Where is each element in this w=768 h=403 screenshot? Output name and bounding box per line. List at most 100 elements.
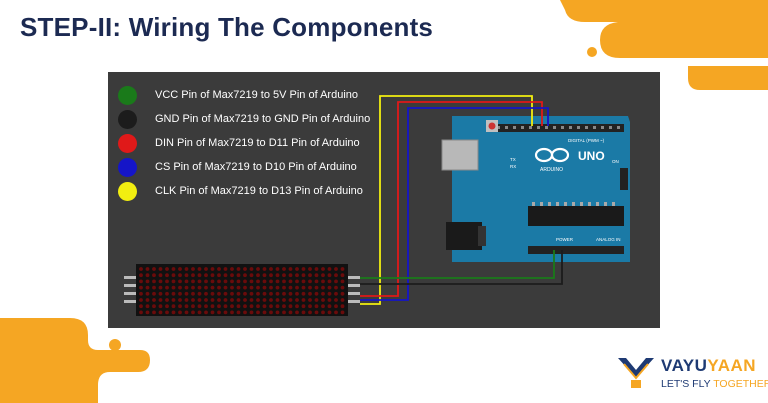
- led-dot: [321, 267, 325, 271]
- led-dot: [145, 285, 150, 290]
- led-dot: [301, 273, 306, 278]
- led-dot: [171, 273, 176, 278]
- legend-label: CS Pin of Max7219 to D10 Pin of Arduino: [155, 161, 357, 173]
- led-dot: [197, 285, 202, 290]
- led-dot: [217, 304, 221, 309]
- led-dot: [223, 273, 228, 278]
- led-dot: [340, 310, 345, 315]
- led-dot: [288, 273, 293, 278]
- led-dot: [301, 291, 306, 296]
- led-dot: [321, 304, 325, 309]
- led-dot: [275, 298, 280, 302]
- led-dot: [158, 298, 163, 302]
- led-dot: [249, 310, 254, 315]
- led-dot: [249, 273, 254, 278]
- led-dot: [230, 298, 234, 302]
- digital-label: DIGITAL (PWM ~): [568, 138, 605, 143]
- led-dot: [197, 298, 202, 302]
- led-dot: [327, 304, 332, 309]
- led-dot: [139, 304, 143, 309]
- legend-label: DIN Pin of Max7219 to D11 Pin of Arduino: [155, 137, 360, 149]
- led-dot: [158, 285, 163, 290]
- page-title: STEP-II: Wiring The Components: [20, 12, 434, 42]
- led-dot: [223, 298, 228, 302]
- led-dot: [308, 279, 312, 284]
- led-dot: [197, 273, 202, 278]
- led-dot: [223, 304, 228, 309]
- led-dot: [165, 273, 169, 278]
- led-dot: [327, 273, 332, 278]
- led-dot: [249, 298, 254, 302]
- led-dot: [269, 298, 273, 302]
- led-dot: [204, 310, 208, 315]
- led-dot: [243, 279, 247, 284]
- led-dot: [152, 304, 156, 309]
- legend-item-vcc: VCC Pin of Max7219 to 5V Pin of Arduino: [118, 86, 398, 106]
- led-dot: [217, 291, 221, 296]
- led-dot: [334, 304, 338, 309]
- wire-green: [360, 250, 555, 279]
- led-dot: [165, 310, 169, 315]
- led-dot: [288, 267, 293, 271]
- led-dot: [262, 310, 267, 315]
- led-dot: [165, 267, 169, 271]
- led-dot: [308, 298, 312, 302]
- led-dot: [184, 304, 189, 309]
- led-dot: [145, 279, 150, 284]
- led-dot: [262, 291, 267, 296]
- led-dot: [139, 273, 143, 278]
- led-dot: [178, 291, 182, 296]
- led-dot: [139, 267, 143, 271]
- led-dot: [217, 267, 221, 271]
- led-dot: [295, 273, 299, 278]
- led-dot: [210, 310, 215, 315]
- led-dot: [191, 279, 195, 284]
- led-dot: [204, 298, 208, 302]
- legend-dot-black: [118, 110, 137, 129]
- led-dot: [308, 285, 312, 290]
- led-dot: [249, 291, 254, 296]
- led-dot: [158, 267, 163, 271]
- analog-label: ANALOG IN: [596, 237, 621, 242]
- led-dot: [295, 298, 299, 302]
- led-dot: [295, 291, 299, 296]
- led-dot: [256, 304, 260, 309]
- led-dot: [262, 273, 267, 278]
- led-dot: [256, 273, 260, 278]
- led-dot: [152, 279, 156, 284]
- led-dot: [243, 267, 247, 271]
- led-dot: [314, 279, 319, 284]
- led-dot: [230, 304, 234, 309]
- led-dot: [171, 310, 176, 315]
- legend-dot-green: [118, 86, 137, 105]
- led-dot: [230, 273, 234, 278]
- wire-blue: [360, 107, 549, 301]
- led-dot: [256, 310, 260, 315]
- led-dot: [165, 279, 169, 284]
- led-dot: [308, 304, 312, 309]
- led-dot: [314, 285, 319, 290]
- led-dot: [158, 310, 163, 315]
- led-dot: [275, 279, 280, 284]
- led-dot: [165, 298, 169, 302]
- led-dot: [171, 298, 176, 302]
- led-dot: [191, 298, 195, 302]
- led-dot: [210, 304, 215, 309]
- led-dot: [217, 279, 221, 284]
- brand-tagline: LET'S FLY TOGETHER: [661, 378, 768, 390]
- led-dot: [184, 267, 189, 271]
- led-dot: [269, 291, 273, 296]
- led-dot: [340, 267, 345, 271]
- led-dot: [301, 310, 306, 315]
- led-dot: [275, 291, 280, 296]
- led-dot: [256, 285, 260, 290]
- led-dot: [275, 304, 280, 309]
- led-dot: [197, 279, 202, 284]
- led-dot: [178, 298, 182, 302]
- led-dot: [217, 285, 221, 290]
- led-dot: [243, 291, 247, 296]
- led-dot: [165, 291, 169, 296]
- led-dot: [314, 291, 319, 296]
- led-dot: [340, 298, 345, 302]
- led-dot: [269, 267, 273, 271]
